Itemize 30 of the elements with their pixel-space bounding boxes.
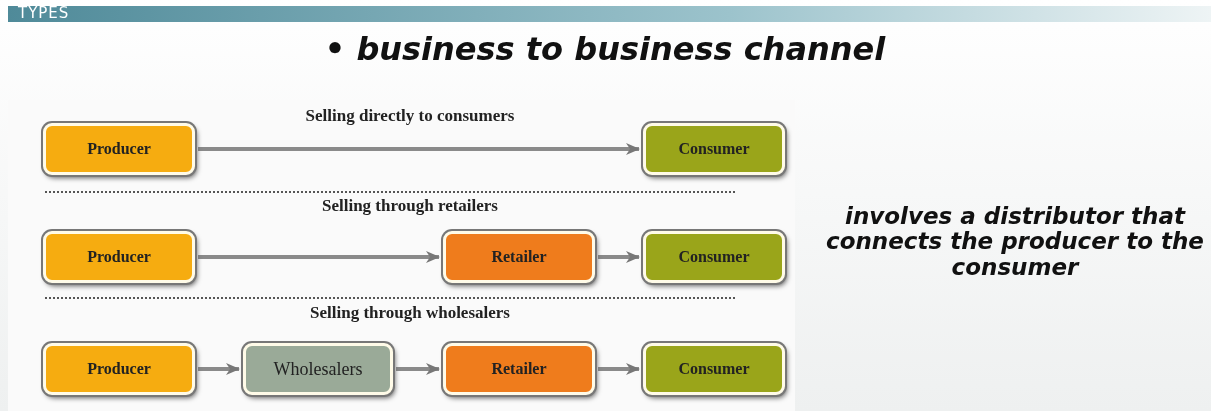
row-heading: Selling through wholesalers (309, 303, 511, 323)
channel-box (43, 123, 195, 175)
node-label: Producer (87, 360, 151, 378)
row-heading: Selling through retailers (321, 196, 499, 216)
node-label: Retailer (491, 360, 547, 378)
section-label: TYPES (18, 4, 71, 22)
channel-box (43, 231, 195, 283)
channel-box (443, 231, 595, 283)
channel-box (243, 343, 393, 395)
node-label: Consumer (678, 248, 750, 266)
node-label: Producer (87, 140, 151, 158)
arrow (198, 251, 440, 263)
arrow (396, 363, 440, 375)
node-label: Wholesalers (273, 358, 363, 380)
slide-title: • business to business channel (323, 30, 887, 68)
channel-box (43, 343, 195, 395)
description-text: involves a distributor that connects the producer to the consumer (825, 204, 1205, 280)
channel-box (643, 343, 785, 395)
channel-box (643, 231, 785, 283)
arrow (598, 251, 640, 263)
arrow (198, 143, 640, 155)
node-label: Consumer (678, 360, 750, 378)
channel-box (643, 123, 785, 175)
arrow (198, 363, 240, 375)
node-label: Consumer (678, 140, 750, 158)
node-label: Retailer (491, 248, 547, 266)
node-label: Producer (87, 248, 151, 266)
arrow (598, 363, 640, 375)
row-heading: Selling directly to consumers (304, 106, 516, 126)
channel-box (443, 343, 595, 395)
